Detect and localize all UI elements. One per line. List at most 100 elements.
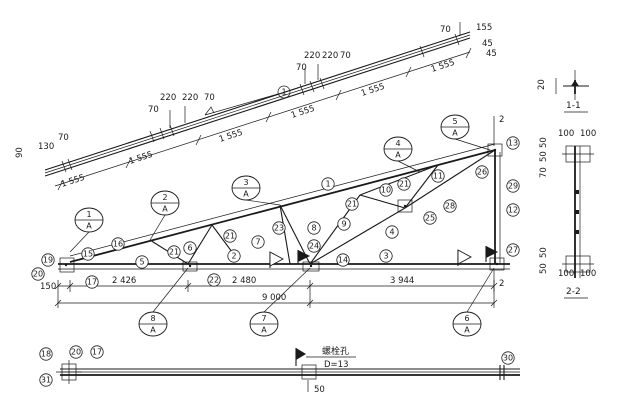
member-label-circle [31, 267, 45, 281]
detail-leader [245, 199, 281, 206]
elevation-mark: 2 [499, 279, 504, 289]
member-label: 21 [399, 180, 409, 189]
section-dim: 100 [558, 269, 574, 279]
member-label: 11 [433, 172, 443, 181]
member-label: 28 [445, 202, 455, 211]
section-dim: 50 [539, 263, 549, 274]
member-label-circle [39, 373, 53, 387]
member-label-circle [379, 249, 393, 263]
detail-leader [454, 138, 491, 151]
member-label: 7 [255, 238, 260, 247]
detail-callout-number: 4 [395, 139, 400, 148]
member-label-circle [167, 245, 181, 259]
bolt-hole-dia: D=13 [324, 360, 348, 370]
detail-callout-ref: A [243, 190, 249, 199]
detail-callout-ref: A [395, 151, 401, 160]
member-label: 21 [225, 232, 235, 241]
member-label-circle [397, 177, 411, 191]
member-label-circle [81, 247, 95, 261]
member-label: 21 [347, 200, 357, 209]
member-label-circle [385, 225, 399, 239]
member-label-circle [41, 253, 55, 267]
member-label-circle [506, 136, 520, 150]
member-label-circle [183, 241, 197, 255]
member-label-circle [277, 85, 291, 99]
detail-leader [466, 267, 495, 313]
member-label-circle [135, 255, 149, 269]
member-label: 9 [341, 220, 346, 229]
bolt-offset-dim: 50 [314, 385, 325, 395]
member-label: 24 [309, 242, 319, 251]
detail-callout-ref: A [162, 205, 168, 214]
member-label: 13 [508, 139, 518, 148]
detail-callout-number: 5 [452, 117, 457, 126]
section-1-1: 20 1-1 [537, 70, 589, 113]
support-mark [269, 246, 498, 268]
top-chord-plan: 1 1 555 1 555 1 555 1 555 1 555 1 555 90… [15, 22, 497, 191]
member-label: 21 [169, 248, 179, 257]
detail-leader [397, 160, 421, 173]
offset-dim: 45 [482, 39, 493, 49]
section-label: 1-1 [566, 101, 581, 111]
section-dim: 50 [539, 247, 549, 258]
top-segment-dim: 1 555 [360, 82, 386, 99]
panel-dim: 2 426 [112, 276, 136, 286]
member-label-circle [207, 273, 221, 287]
member-label-circle [506, 243, 520, 257]
section-dim: 50 [539, 151, 549, 162]
offset-dim: 45 [486, 49, 497, 59]
member-label: 2 [231, 252, 236, 261]
member-label-circle [443, 199, 457, 213]
truss-elevation: 2 2 150 2 426 2 480 3 944 9 000 [40, 115, 510, 308]
member-label-circle [506, 203, 520, 217]
member-label: 10 [381, 186, 391, 195]
member-label-circle [345, 197, 359, 211]
member-label-circle [272, 221, 286, 235]
member-label: 19 [43, 256, 53, 265]
member-label: 1 [281, 88, 286, 97]
detail-leader [263, 267, 311, 313]
detail-callout-number: 1 [86, 210, 91, 219]
section-dim: 100 [580, 269, 596, 279]
section-dim: 100 [558, 129, 574, 139]
member-label-circle [307, 221, 321, 235]
member-label: 17 [87, 278, 97, 287]
member-label-circle [423, 211, 437, 225]
offset-dim: 220 [322, 51, 338, 61]
span-dim: 9 000 [262, 293, 286, 303]
offset-dim: 220 [304, 51, 320, 61]
offset-dim: 70 [148, 105, 159, 115]
detail-callout-ref: A [452, 129, 458, 138]
section-dim: 50 [539, 137, 549, 148]
member-label: 4 [389, 228, 394, 237]
member-label: 16 [113, 240, 123, 249]
top-segment-dim: 1 555 [218, 128, 244, 145]
offset-dim: 70 [58, 133, 69, 143]
detail-callout-ref: A [86, 222, 92, 231]
top-segment-dim: 1 555 [128, 150, 154, 167]
offset-dim: 70 [204, 93, 215, 103]
top-segment-dim: 1 555 [430, 58, 456, 75]
offset-dim: 220 [160, 93, 176, 103]
offset-dim: 70 [440, 25, 451, 35]
section-label: 2-2 [566, 287, 581, 297]
member-label: 14 [338, 256, 348, 265]
detail-callout-number: 6 [464, 314, 469, 323]
member-label-circle [337, 217, 351, 231]
section-dim: 70 [539, 167, 549, 178]
member-label: 22 [209, 276, 219, 285]
section-2-2: 100 100 100 100 50 50 70 50 50 2-2 [539, 129, 596, 299]
member-label-circle [475, 165, 489, 179]
section-dim: 100 [580, 129, 596, 139]
bolt-hole-label: 螺栓孔 [322, 345, 349, 357]
detail-callout-number: 2 [162, 193, 167, 202]
member-label: 12 [508, 206, 518, 215]
detail-leader [69, 231, 90, 253]
member-label-circle [227, 249, 241, 263]
member-label: 18 [41, 350, 51, 359]
offset-dim: 90 [15, 147, 25, 158]
